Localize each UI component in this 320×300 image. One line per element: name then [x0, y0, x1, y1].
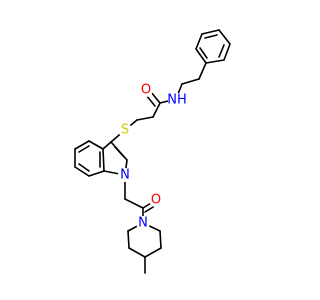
atom-label-amide-oxygen: O — [139, 83, 153, 98]
atom-label-indole-nitrogen: N — [118, 168, 132, 183]
molecule-drawing: O NH S N O N — [74, 29, 231, 274]
piperidine-ring — [127, 222, 162, 274]
indole-benzene-ring — [74, 140, 105, 177]
indole-nitrogen-label: N — [120, 168, 130, 183]
phenyl-ring — [195, 29, 231, 64]
amide-oxygen-label: O — [141, 83, 151, 98]
amide-nh-label: NH — [167, 93, 187, 108]
ketone-oxygen-label: O — [151, 193, 161, 208]
atom-label-thioether-sulfur: S — [118, 123, 132, 138]
piperidine-nitrogen-label: N — [138, 216, 148, 231]
chemical-structure-diagram: O NH S N O N — [74, 29, 231, 274]
sulfur-label: S — [121, 123, 129, 138]
atom-label-ketone-oxygen: O — [149, 193, 163, 208]
atom-label-amide-nh: NH — [167, 93, 187, 108]
atom-label-piperidine-nitrogen: N — [136, 216, 150, 231]
